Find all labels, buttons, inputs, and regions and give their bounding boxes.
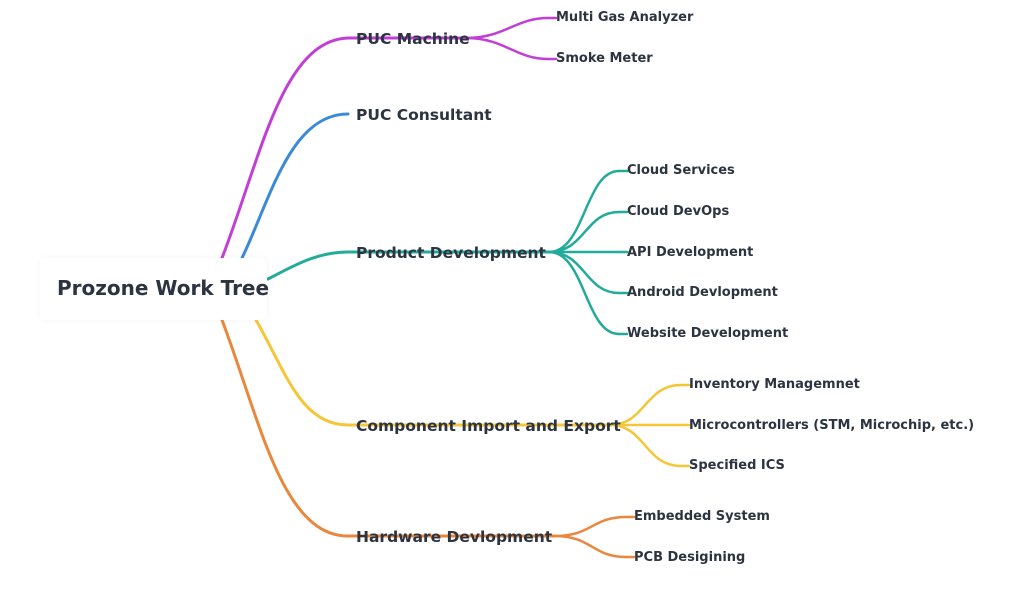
leaf-inventory-management[interactable]: Inventory Managemnet <box>689 377 860 392</box>
connector-puc-machine-leaf-1 <box>464 36 550 61</box>
connector-root-to-puc-machine <box>220 36 350 260</box>
connector-hardware-devlopment-leaf-1 <box>553 534 628 559</box>
branch-product-development[interactable]: Product Development <box>356 244 546 262</box>
connector-product-development-leaf-3 <box>547 250 621 295</box>
leaf-cloud-services[interactable]: Cloud Services <box>627 163 735 178</box>
connector-root-to-puc-consultant <box>240 112 350 260</box>
branch-hardware-devlopment[interactable]: Hardware Devlopment <box>356 528 553 546</box>
connector-hardware-devlopment-leaf-0 <box>553 515 628 538</box>
leaf-cloud-devops[interactable]: Cloud DevOps <box>627 204 730 219</box>
connector-component-import-export-leaf-2 <box>608 423 683 468</box>
connector-root-to-component-import-export <box>254 318 350 427</box>
connector-root-to-hardware-devlopment <box>220 318 350 538</box>
leaf-embedded-system[interactable]: Embedded System <box>634 509 770 524</box>
connector-product-development-leaf-1 <box>547 210 621 254</box>
root-node[interactable] <box>40 258 267 320</box>
branch-puc-consultant[interactable]: PUC Consultant <box>356 106 492 124</box>
branch-puc-machine[interactable]: PUC Machine <box>356 30 470 48</box>
connector-root-to-product-development <box>266 250 350 281</box>
leaf-android-devlopment[interactable]: Android Devlopment <box>627 285 778 300</box>
leaf-website-development[interactable]: Website Development <box>627 326 789 341</box>
leaf-microcontrollers[interactable]: Microcontrollers (STM, Microchip, etc.) <box>689 418 975 433</box>
leaf-smoke-meter[interactable]: Smoke Meter <box>556 51 653 66</box>
leaf-pcb-desigining[interactable]: PCB Desigining <box>634 550 746 565</box>
connector-product-development-leaf-4 <box>547 250 621 336</box>
leaf-multi-gas-analyzer[interactable]: Multi Gas Analyzer <box>556 10 694 25</box>
connector-puc-machine-leaf-0 <box>464 16 550 40</box>
root-node-label: Prozone Work Tree <box>57 276 270 300</box>
connector-product-development-leaf-0 <box>547 169 621 254</box>
connector-component-import-export-leaf-0 <box>608 383 683 427</box>
leaf-api-development[interactable]: API Development <box>627 245 754 260</box>
branch-component-import-export[interactable]: Component Import and Export <box>356 417 621 435</box>
leaf-specified-ics[interactable]: Specified ICS <box>689 458 785 473</box>
